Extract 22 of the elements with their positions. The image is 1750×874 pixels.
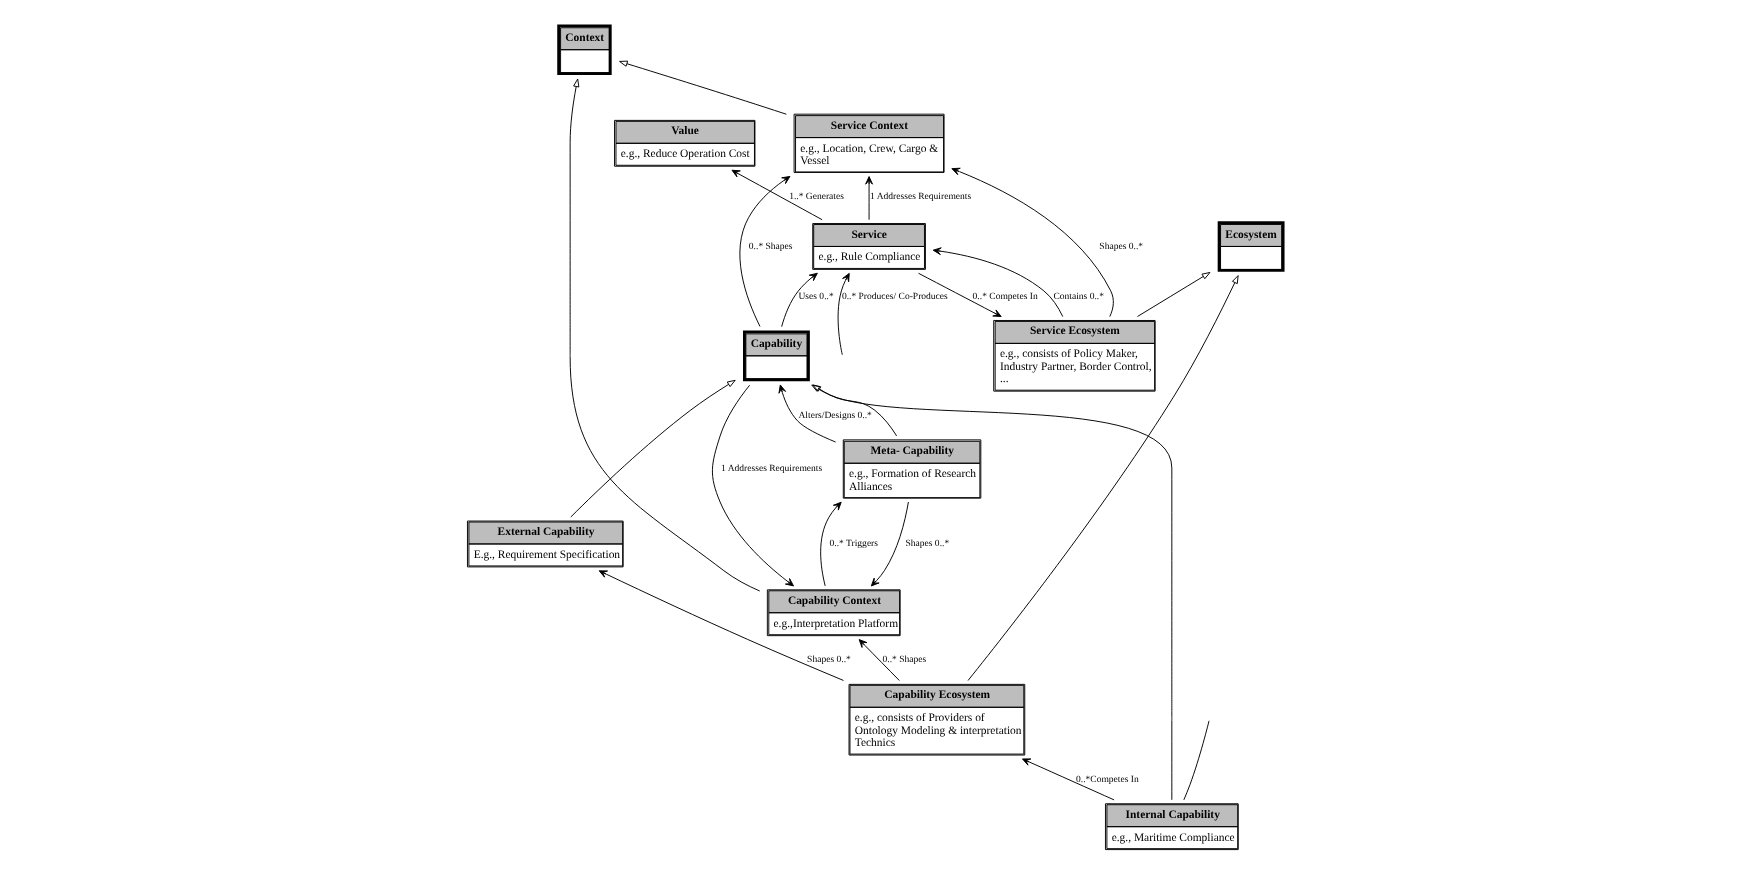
arrow <box>857 639 899 681</box>
arrow <box>597 570 843 681</box>
arrow <box>950 167 1113 318</box>
arrow <box>811 384 897 437</box>
arrow <box>618 60 786 115</box>
arrow <box>931 247 1063 318</box>
arrow <box>710 384 794 587</box>
arrow <box>730 169 822 221</box>
arrow <box>1136 272 1210 317</box>
arrow <box>738 175 790 327</box>
arrow <box>869 501 908 587</box>
arrow <box>917 272 1001 317</box>
arrow <box>864 176 872 221</box>
arrow <box>777 384 836 443</box>
arrow <box>810 384 1172 801</box>
arrow <box>780 272 817 328</box>
arrow <box>819 501 841 587</box>
arrow <box>569 379 735 518</box>
arrow <box>568 78 760 592</box>
arrow <box>1020 758 1114 801</box>
arrow <box>966 275 1238 681</box>
connector <box>1182 720 1209 801</box>
